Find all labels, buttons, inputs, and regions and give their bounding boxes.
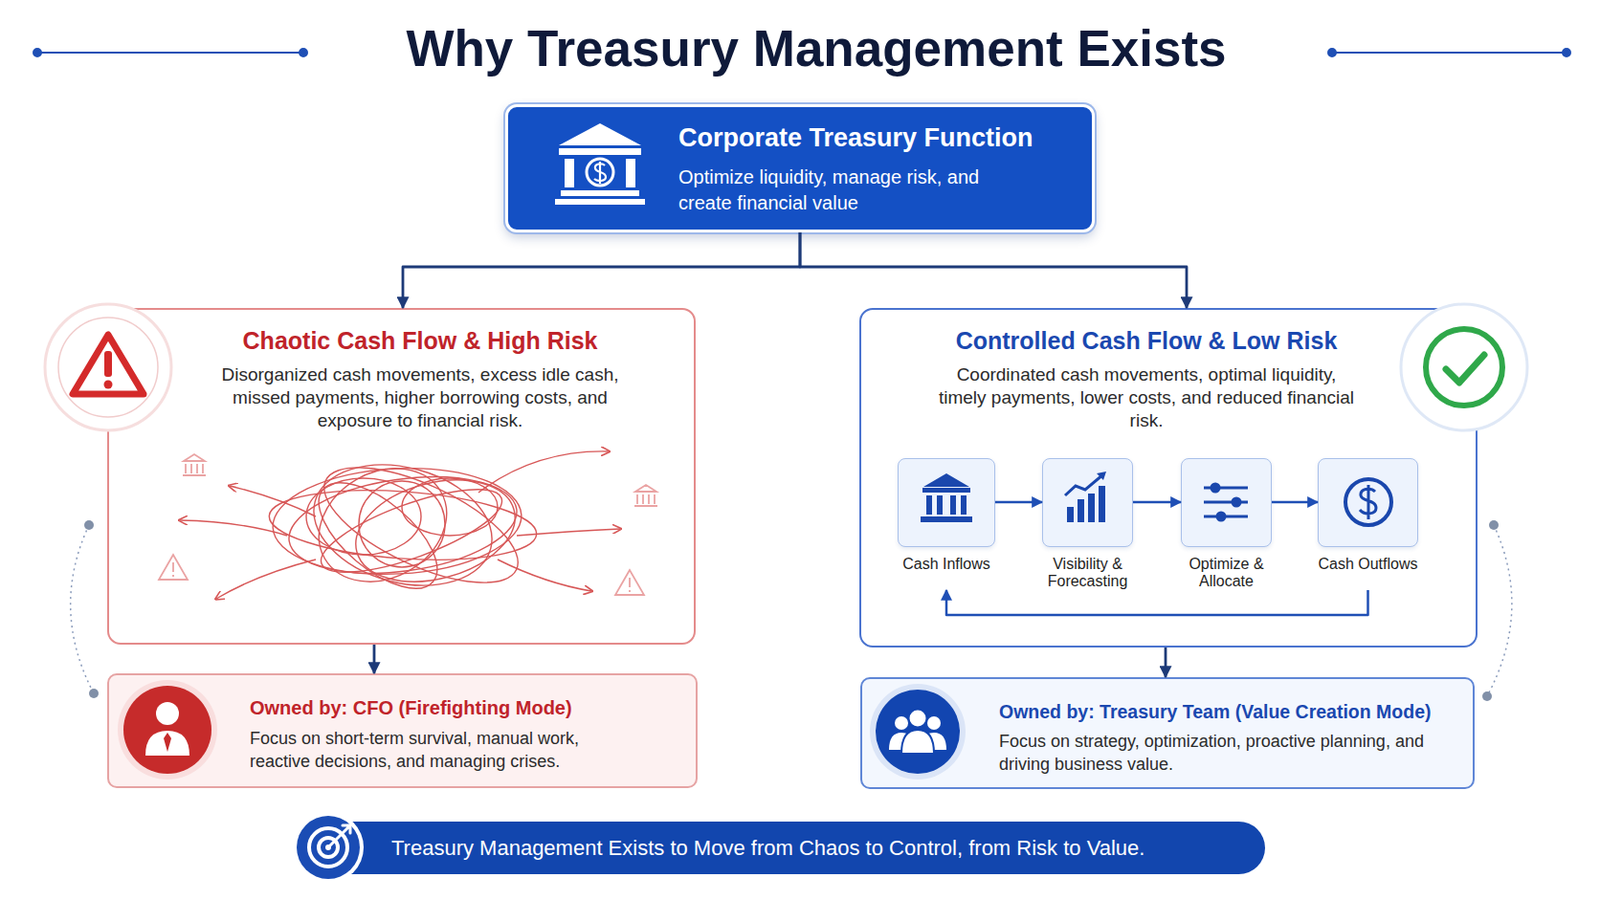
box-heading: Corporate Treasury Function — [678, 122, 1081, 154]
panel-heading: Controlled Cash Flow & Low Risk — [931, 326, 1362, 356]
process-step: Optimize & Allocate — [1180, 458, 1272, 591]
arc-dot — [1488, 520, 1499, 531]
panel-body: Disorganized cash movements, excess idle… — [204, 363, 636, 433]
step-label: Optimize & Allocate — [1167, 555, 1287, 591]
step-label: Cash Outflows — [1309, 555, 1428, 574]
rule-dot — [1328, 48, 1336, 57]
owner-heading: Owned by: CFO (Firefighting Mode) — [249, 696, 690, 720]
rule-dot — [33, 48, 42, 57]
process-step: Visibility & Forecasting — [1042, 458, 1134, 591]
owner-body: Focus on short-term survival, manual wor… — [249, 727, 633, 774]
owner-heading: Owned by: Treasury Team (Value Creation … — [999, 700, 1473, 724]
banner-text: Treasury Management Exists to Move from … — [391, 835, 1253, 862]
owner-body: Focus on strategy, optimization, proacti… — [999, 730, 1449, 777]
owner-box: Owned by: Treasury Team (Value Creation … — [860, 677, 1475, 790]
rule-line — [37, 51, 304, 54]
arc-dot — [88, 688, 99, 699]
dotted-arc — [70, 525, 94, 694]
rule-dot — [1562, 48, 1571, 57]
arc-dot — [84, 520, 94, 531]
process-step: Cash Inflows — [897, 458, 996, 591]
process-step: Cash Outflows — [1317, 458, 1419, 591]
rule-dot — [299, 48, 308, 57]
step-label: Visibility & Forecasting — [1028, 555, 1148, 591]
owner-box: Owned by: CFO (Firefighting Mode) Focus o… — [107, 673, 698, 789]
summary-banner: Treasury Management Exists to Move from … — [295, 822, 1266, 875]
icon-tile — [1180, 458, 1272, 548]
flow-arrow — [373, 644, 377, 674]
icon-tile — [1042, 458, 1134, 548]
flow-arrow — [1164, 647, 1168, 678]
flow-arrow — [402, 232, 800, 309]
rule-line — [1332, 51, 1567, 54]
icon-tile — [1317, 458, 1419, 548]
icon-tile — [897, 458, 996, 548]
dotted-arc — [1487, 525, 1512, 697]
status-panel: Chaotic Cash Flow & High RiskDisorganize… — [107, 308, 696, 645]
function-box: Corporate Treasury FunctionOptimize liqu… — [505, 104, 1095, 233]
flow-arrow — [800, 232, 1187, 309]
status-panel: Controlled Cash Flow & Low RiskCoordinat… — [859, 308, 1478, 648]
arc-dot — [1482, 691, 1492, 702]
panel-heading: Chaotic Cash Flow & High Risk — [204, 326, 636, 356]
panel-body: Coordinated cash movements, optimal liqu… — [931, 363, 1362, 433]
diagram-title: Why Treasury Management Exists — [337, 20, 1295, 78]
step-label: Cash Inflows — [887, 555, 1006, 574]
box-body: Optimize liquidity, manage risk, and cre… — [678, 164, 985, 217]
